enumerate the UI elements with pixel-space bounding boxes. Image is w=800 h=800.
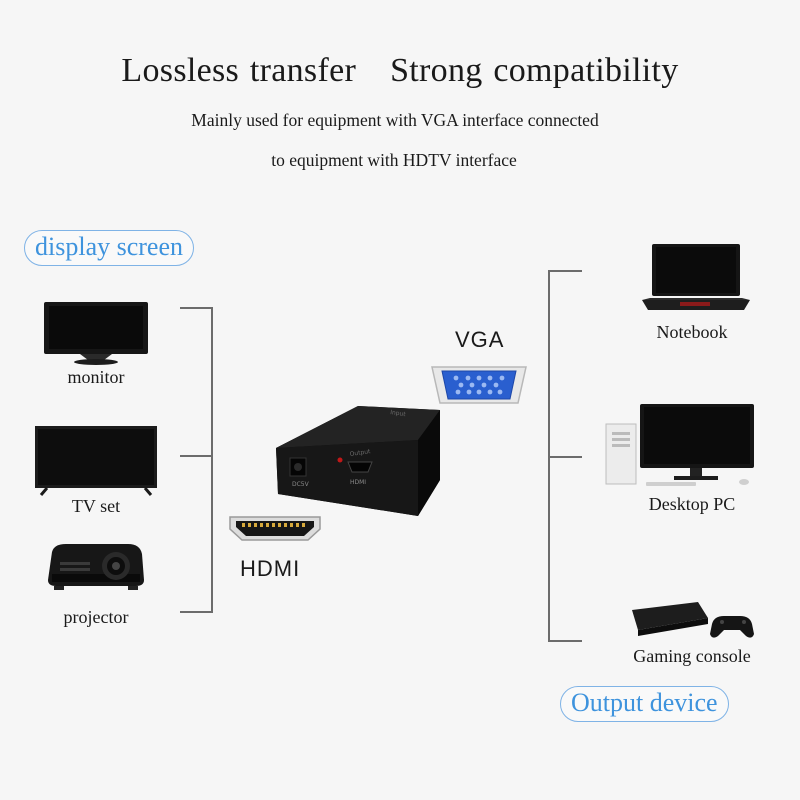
top-label-output: Output: [349, 448, 371, 458]
display-screen-heading: display screen: [24, 230, 195, 266]
laptop-icon: [642, 244, 750, 310]
top-label-input: Input: [390, 409, 407, 418]
desktop-pc-label: Desktop PC: [648, 494, 736, 514]
hdmi-connector-icon: [229, 516, 321, 541]
port-label-hdmi: HDMI: [350, 479, 366, 486]
subtitle-line-1: Mainly used for equipment with VGA inter…: [191, 110, 599, 130]
vga-connector-icon: [431, 366, 527, 404]
converter-device: DC5V HDMI Output Input: [276, 406, 440, 516]
headline-right: Strong compatibility: [390, 52, 679, 89]
desktop-pc-icon: [605, 404, 754, 486]
monitor-icon: [44, 302, 148, 365]
headline: Lossless transfer Strong compatibility: [0, 52, 800, 90]
notebook-label: Notebook: [656, 322, 728, 342]
vga-label: VGA: [455, 327, 505, 352]
game-console-icon: [632, 602, 754, 638]
hdmi-label: HDMI: [240, 556, 301, 581]
projector-label: projector: [63, 607, 129, 627]
monitor-label: monitor: [67, 367, 125, 387]
tv-label: TV set: [71, 496, 121, 516]
output-device-heading: Output device: [560, 686, 729, 722]
gaming-console-label: Gaming console: [633, 646, 751, 666]
headline-left: Lossless transfer: [121, 52, 357, 89]
subtitle-line-2: to equipment with HDTV interface: [271, 150, 517, 170]
tv-icon: [35, 426, 157, 496]
port-label-dc5v: DC5V: [292, 481, 310, 488]
projector-icon: [48, 544, 144, 590]
